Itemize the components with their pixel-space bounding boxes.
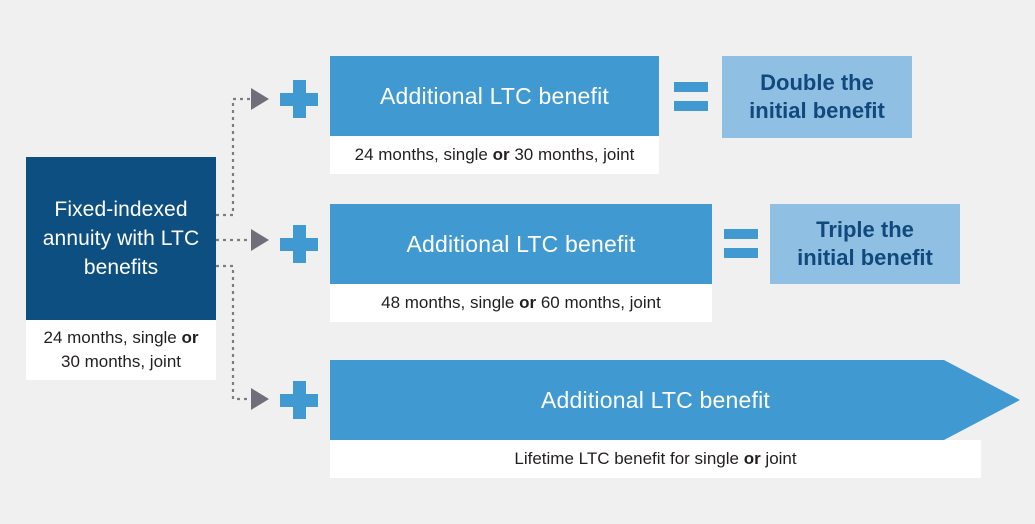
benefit-caption-text: Lifetime LTC benefit for single or joint [514,449,796,469]
benefit-bar-row-1: Additional LTC benefit [330,56,659,136]
result-line-1: Triple the [816,217,914,242]
benefit-caption-row-1: 24 months, single or 30 months, joint [330,136,659,174]
equals-bar-top [724,229,758,239]
benefit-bar-row-3: Additional LTC benefit [330,360,1020,440]
plus-icon [280,80,318,118]
equals-bar-top [674,82,708,92]
benefit-caption-row-2: 48 months, single or 60 months, joint [330,284,712,322]
source-caption: 24 months, single or 30 months, joint [26,320,216,380]
caption-suffix: joint [760,449,797,468]
caption-emphasis: or [492,145,510,164]
benefit-caption-row-3: Lifetime LTC benefit for single or joint [330,440,981,478]
equals-bar-bottom [724,248,758,258]
result-box-row-1: Double the initial benefit [722,56,912,138]
caption-prefix: 48 months, single [381,293,520,312]
result-text: Double the initial benefit [749,69,885,125]
equals-icon [724,229,758,258]
caption-emphasis: or [743,449,761,468]
source-title: Fixed-indexed annuity with LTC benefits [42,198,200,279]
benefit-bar-label: Additional LTC benefit [406,230,636,257]
result-text: Triple the initial benefit [797,216,933,272]
result-line-2: initial benefit [797,245,933,270]
plus-icon [280,381,318,419]
caption-suffix: 60 months, joint [536,293,661,312]
arrow-right-icon [330,360,1020,440]
source-caption-emphasis: or [181,328,199,347]
arrow-head-row-2 [251,229,269,251]
benefit-bar-row-2: Additional LTC benefit [330,204,712,284]
source-caption-text: 24 months, single or 30 months, joint [34,326,208,374]
result-line-1: Double the [760,70,874,95]
result-line-2: initial benefit [749,98,885,123]
source-caption-prefix: 24 months, single [43,328,182,347]
caption-emphasis: or [519,293,537,312]
benefit-caption-text: 24 months, single or 30 months, joint [355,145,635,165]
source-box: Fixed-indexed annuity with LTC benefits [26,157,216,320]
benefit-bar-label: Additional LTC benefit [380,82,609,109]
caption-suffix: 30 months, joint [509,145,635,164]
equals-bar-bottom [674,101,708,111]
caption-prefix: 24 months, single [354,145,493,164]
equals-icon [674,82,708,111]
plus-icon [280,225,318,263]
arrow-head-row-1 [251,88,269,110]
result-box-row-2: Triple the initial benefit [770,204,960,284]
caption-prefix: Lifetime LTC benefit for single [514,449,744,468]
benefit-bar-label: Additional LTC benefit [541,386,770,413]
source-caption-suffix: 30 months, joint [60,352,181,371]
arrow-head-row-3 [251,388,269,410]
benefit-caption-text: 48 months, single or 60 months, joint [381,293,661,313]
